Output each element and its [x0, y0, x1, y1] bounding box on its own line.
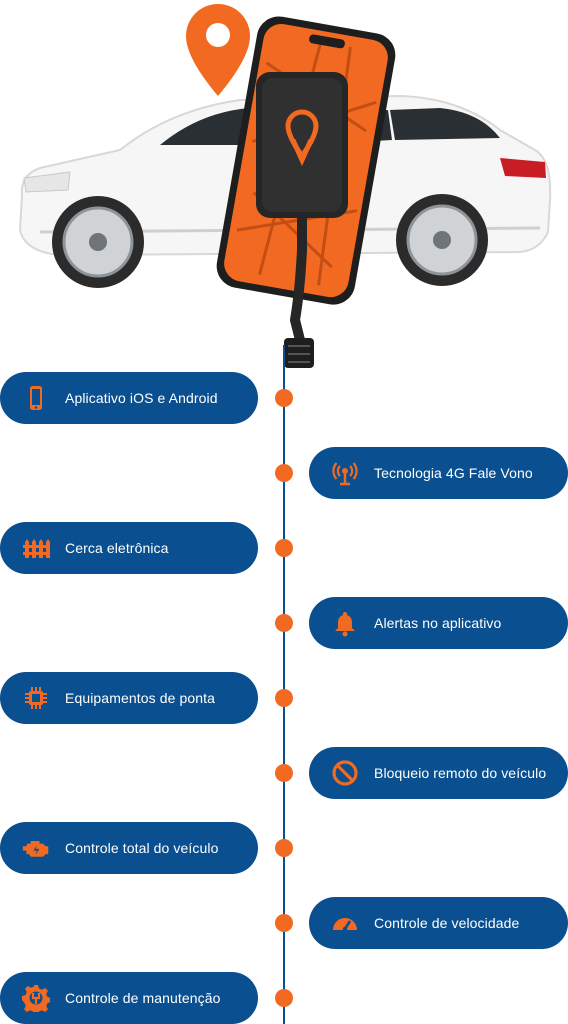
antenna-icon [329, 457, 361, 489]
map-pin-icon [186, 4, 250, 96]
timeline-dot [275, 464, 293, 482]
feature-item: Cerca eletrônica [0, 522, 258, 574]
feature-label: Cerca eletrônica [65, 540, 169, 556]
car-image [18, 94, 552, 288]
feature-label: Aplicativo iOS e Android [65, 390, 218, 406]
feature-item: Bloqueio remoto do veículo [309, 747, 568, 799]
speedometer-icon [329, 907, 361, 939]
feature-label: Alertas no aplicativo [374, 615, 502, 631]
timeline-dot [275, 989, 293, 1007]
timeline-dot [275, 389, 293, 407]
feature-item: Equipamentos de ponta [0, 672, 258, 724]
smartphone-icon [20, 382, 52, 414]
feature-label: Bloqueio remoto do veículo [374, 765, 547, 781]
feature-item: Alertas no aplicativo [309, 597, 568, 649]
feature-item: Controle de velocidade [309, 897, 568, 949]
feature-item: Aplicativo iOS e Android [0, 372, 258, 424]
timeline-dot [275, 764, 293, 782]
feature-item: Tecnologia 4G Fale Vono [309, 447, 568, 499]
feature-label: Controle de velocidade [374, 915, 520, 931]
timeline-dot [275, 689, 293, 707]
feature-label: Controle de manutenção [65, 990, 221, 1006]
engine-icon [20, 832, 52, 864]
bell-icon [329, 607, 361, 639]
timeline-line [283, 345, 285, 1024]
block-icon [329, 757, 361, 789]
timeline-dot [275, 914, 293, 932]
timeline-dot [275, 614, 293, 632]
feature-item: Controle total do veículo [0, 822, 258, 874]
gps-tracker-image [256, 72, 348, 368]
chip-icon [20, 682, 52, 714]
feature-label: Tecnologia 4G Fale Vono [374, 465, 533, 481]
feature-label: Equipamentos de ponta [65, 690, 215, 706]
feature-label: Controle total do veículo [65, 840, 219, 856]
feature-item: Controle de manutenção [0, 972, 258, 1024]
maintenance-gear-icon [20, 982, 52, 1014]
timeline-dot [275, 839, 293, 857]
fence-icon [20, 532, 52, 564]
timeline-dot [275, 539, 293, 557]
hero-illustration [18, 4, 552, 368]
